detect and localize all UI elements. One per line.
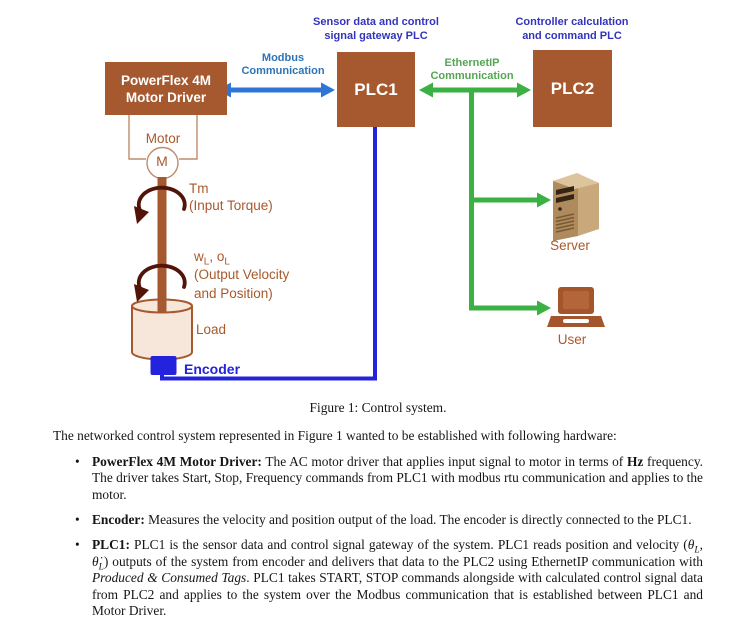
motor-shaft — [157, 177, 167, 312]
plc2-box: PLC2 — [533, 50, 612, 127]
intro-paragraph: The networked control system represented… — [53, 428, 617, 444]
text-segment: Measures the velocity and position outpu… — [144, 512, 692, 528]
motor-symbol: M — [156, 153, 168, 169]
server-label: Server — [550, 238, 590, 253]
bullet-marker: • — [75, 453, 80, 469]
load-label: Load — [196, 322, 227, 337]
plc1-box: PLC1 — [337, 52, 415, 127]
ethernetip-arrow — [419, 82, 531, 98]
powerflex-motor-driver-box: PowerFlex 4M Motor Driver — [105, 62, 227, 115]
text-segment: . PLC1 takes START, STOP commands alongs… — [92, 570, 703, 619]
text-segment: L — [224, 256, 230, 268]
text-segment: The AC motor driver that applies input s… — [261, 453, 627, 469]
motor-label: Motor — [145, 131, 181, 146]
body-text: Figure 1: Control system. The networked … — [53, 400, 703, 619]
torque-arc-input — [134, 185, 187, 224]
control-system-figure: PowerFlex 4M Motor Driver PLC1 PLC2 Sens… — [105, 16, 629, 381]
item-term: PowerFlex 4M Motor Driver: — [92, 453, 262, 469]
theta-symbol: θ — [687, 537, 695, 553]
text-segment: Hz — [626, 453, 644, 469]
user-laptop-icon — [547, 287, 605, 327]
text-segment: o — [216, 249, 225, 264]
theta-subscript: L — [98, 562, 104, 573]
network-branch-lines — [469, 90, 551, 316]
item-term: Encoder: — [92, 512, 145, 528]
output-vars-label: wL, oL — [194, 249, 230, 271]
theta-subscript: L — [694, 546, 700, 557]
text-segment: PLC1 is the sensor data and control sign… — [129, 537, 688, 553]
text-segment: , — [699, 537, 703, 553]
item-term: PLC1: — [92, 537, 130, 553]
input-torque-symbol: Tm — [189, 181, 209, 196]
bullet-marker: • — [75, 512, 80, 528]
output-velocity-position-label: (Output Velocity and Position) — [194, 267, 290, 301]
figure-caption: Figure 1: Control system. — [309, 400, 447, 415]
encoder-label: Encoder — [184, 361, 241, 377]
plc1-caption: Sensor data and control signal gateway P… — [313, 16, 439, 42]
list-item-encoder: • Encoder: Measures the velocity and posi… — [53, 512, 703, 528]
text-segment: w — [194, 249, 204, 264]
bullet-marker: • — [75, 537, 80, 553]
text-segment: frequency. The driver takes Start, Stop,… — [92, 453, 703, 502]
figure-graphics — [128, 82, 605, 381]
modbus-communication-label: Modbus Communication — [241, 52, 325, 77]
list-item-plc1: • PLC1: PLC1 is the sensor data and contr… — [53, 537, 703, 619]
list-item-powerflex: • PowerFlex 4M Motor Driver: The AC motor… — [53, 454, 703, 503]
plc2-caption: Controller calculation and command PLC — [515, 16, 629, 42]
emphasized-text: Produced & Consumed Tags — [92, 570, 247, 586]
input-torque-label: (Input Torque) — [189, 198, 273, 213]
ethernetip-communication-label: EthernetIP Communication — [430, 57, 514, 82]
user-label: User — [557, 332, 587, 347]
torque-arc-output — [134, 263, 187, 302]
text-segment: ) outputs of the system from encoder and… — [103, 553, 703, 569]
text-segment: L — [203, 256, 210, 268]
modbus-arrow — [217, 82, 335, 98]
text-segment: , — [209, 249, 217, 264]
motor-bracket — [128, 115, 198, 180]
server-icon — [553, 173, 599, 241]
theta-dot-symbol: θ̇ — [92, 553, 99, 569]
encoder-block — [150, 356, 177, 375]
